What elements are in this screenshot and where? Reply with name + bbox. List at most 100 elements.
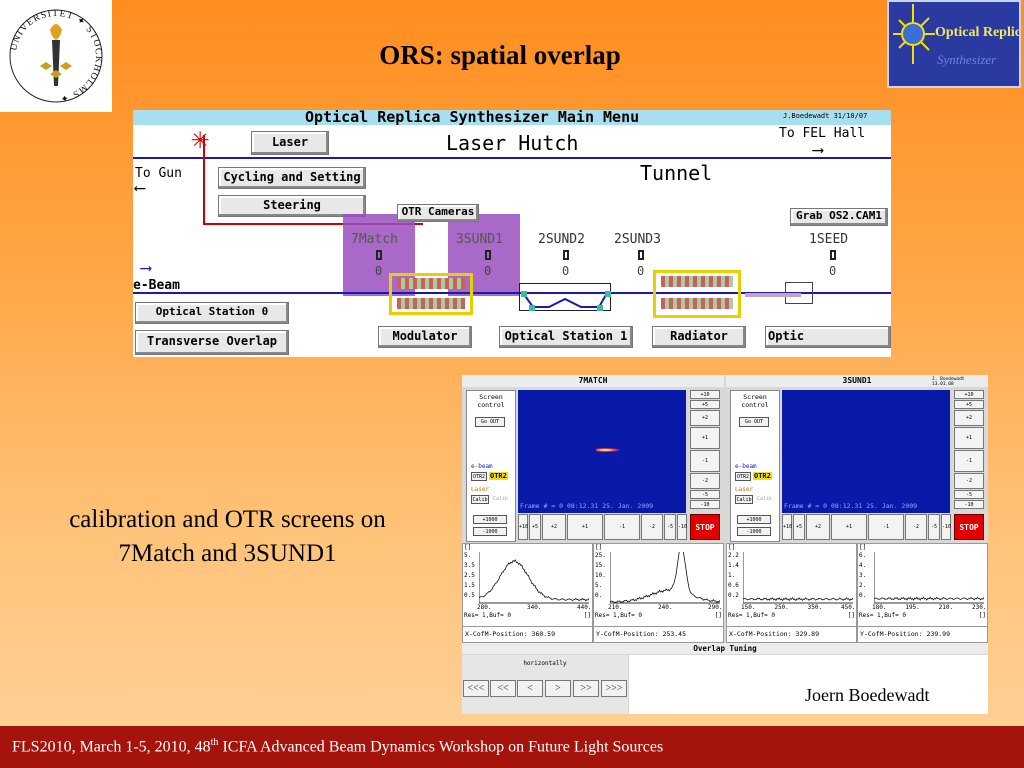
right-step-plus1[interactable]: +1 bbox=[954, 427, 984, 449]
right-step-plus5[interactable]: +5 bbox=[954, 400, 984, 409]
stockholm-university-logo: UNIVERSITET ✦ STOCKHOLMS ✦ bbox=[0, 0, 112, 112]
left-plus1000-button[interactable]: +1000 bbox=[473, 515, 507, 524]
left-hstep-minus5[interactable]: -5 bbox=[664, 514, 676, 540]
nav-medium-right-button[interactable]: >> bbox=[573, 680, 599, 697]
modulator-frame bbox=[389, 273, 473, 315]
plot-y-tick: 0. bbox=[859, 592, 867, 599]
steering-button[interactable]: Steering bbox=[218, 195, 366, 217]
left-calib-button[interactable]: Calib bbox=[471, 495, 489, 504]
right-hstep-plus5[interactable]: +5 bbox=[793, 514, 805, 540]
right-step-minus5[interactable]: -5 bbox=[954, 490, 984, 499]
plot-y-tick: 0.6 bbox=[728, 582, 739, 589]
left-stop-button[interactable]: STOP bbox=[690, 514, 720, 540]
grab-button[interactable]: Grab OS2.CAM1 bbox=[790, 208, 888, 226]
right-hstep-plus2[interactable]: +2 bbox=[806, 514, 830, 540]
left-step-minus1[interactable]: -1 bbox=[690, 450, 720, 472]
left-step-plus10[interactable]: +10 bbox=[690, 390, 720, 399]
plot-x-tick: 230. bbox=[972, 604, 987, 611]
modulator-magnet-top bbox=[397, 278, 465, 289]
nav-fast-left-button[interactable]: <<< bbox=[463, 680, 489, 697]
right-otr-small-button[interactable]: OTR2 bbox=[735, 472, 751, 481]
right-hstep-minus2[interactable]: -2 bbox=[905, 514, 927, 540]
menu-author-date: J.Boedewadt 31/10/07 bbox=[783, 112, 868, 120]
right-screen-control-label: Screen control bbox=[741, 393, 769, 409]
right-hstep-minus5[interactable]: -5 bbox=[928, 514, 940, 540]
profile-plot: []6.4.3.2.0.180.195.210.230.Res= 1,Buf= … bbox=[857, 543, 988, 643]
screen-indicator-1seed[interactable] bbox=[830, 250, 836, 260]
left-hstep-plus10[interactable]: +10 bbox=[518, 514, 528, 540]
ors-sun-logo-icon: Optical Replica Synthesizer bbox=[889, 2, 1019, 86]
nav-slow-left-button[interactable]: < bbox=[517, 680, 543, 697]
left-go-out-button[interactable]: Go OUT bbox=[475, 417, 505, 427]
plot-y-tick: 0.2 bbox=[728, 592, 739, 599]
optic-button[interactable]: Optic bbox=[765, 326, 891, 348]
ebeam-label: e-Beam bbox=[133, 278, 180, 293]
left-hstep-minus2[interactable]: -2 bbox=[641, 514, 663, 540]
laser-star-icon: ✳ bbox=[191, 121, 210, 156]
screen-indicator-7match[interactable] bbox=[376, 250, 382, 260]
right-laser-label: Laser bbox=[735, 486, 754, 493]
right-step-minus2[interactable]: -2 bbox=[954, 473, 984, 489]
plot-y-tick: 3. bbox=[859, 572, 867, 579]
screen-indicator-2sund2[interactable] bbox=[563, 250, 569, 260]
plot-cofm-readout: Y-CofM-Position: 253.45 bbox=[594, 626, 723, 641]
right-otr-selected: OTR2 bbox=[753, 472, 772, 480]
left-step-plus5[interactable]: +5 bbox=[690, 400, 720, 409]
right-hstep-plus1[interactable]: +1 bbox=[831, 514, 867, 540]
right-step-minus1[interactable]: -1 bbox=[954, 450, 984, 472]
right-plus1000-button[interactable]: +1000 bbox=[737, 515, 771, 524]
right-hstep-minus1[interactable]: -1 bbox=[868, 514, 904, 540]
left-otr-small-button[interactable]: OTR2 bbox=[471, 472, 487, 481]
left-hstep-plus1[interactable]: +1 bbox=[567, 514, 603, 540]
modulator-button[interactable]: Modulator bbox=[378, 326, 472, 348]
plot-x-tick: 195. bbox=[905, 604, 920, 611]
right-go-out-button[interactable]: Go OUT bbox=[739, 417, 769, 427]
right-step-minus10[interactable]: -10 bbox=[954, 500, 984, 509]
nav-medium-left-button[interactable]: << bbox=[490, 680, 516, 697]
menu-header-title: Optical Replica Synthesizer Main Menu bbox=[305, 110, 640, 126]
left-step-minus2[interactable]: -2 bbox=[690, 473, 720, 489]
left-hstep-plus5[interactable]: +5 bbox=[529, 514, 541, 540]
left-step-minus5[interactable]: -5 bbox=[690, 490, 720, 499]
screen-indicator-3sund1[interactable] bbox=[485, 250, 491, 260]
screen-indicator-2sund3[interactable] bbox=[638, 250, 644, 260]
right-hstep-plus10[interactable]: +10 bbox=[782, 514, 792, 540]
plot-res-label: Res= 1,Buf= 0 bbox=[464, 612, 511, 619]
cycling-setting-button[interactable]: Cycling and Setting bbox=[218, 167, 366, 189]
plot-y-tick: 5. bbox=[595, 582, 603, 589]
laser-button[interactable]: Laser bbox=[251, 131, 329, 155]
left-step-plus2[interactable]: +2 bbox=[690, 410, 720, 426]
left-step-minus10[interactable]: -10 bbox=[690, 500, 720, 509]
plot-res-label: Res= 1,Buf= 0 bbox=[595, 612, 642, 619]
plot-y-tick: 2.2 bbox=[728, 552, 739, 559]
right-hstep-minus10[interactable]: -10 bbox=[941, 514, 951, 540]
left-hstep-minus1[interactable]: -1 bbox=[604, 514, 640, 540]
left-step-plus1[interactable]: +1 bbox=[690, 427, 720, 449]
left-ebeam-label: e-beam bbox=[471, 463, 493, 470]
optical-station1-button[interactable]: Optical Station 1 bbox=[499, 326, 633, 348]
electron-beam-line bbox=[133, 292, 891, 294]
right-step-plus2[interactable]: +2 bbox=[954, 410, 984, 426]
left-hstep-minus10[interactable]: -10 bbox=[677, 514, 687, 540]
plot-x-tick: 240. bbox=[658, 604, 673, 611]
otr-cameras-button[interactable]: OTR Cameras bbox=[397, 204, 479, 222]
right-minus1000-button[interactable]: -1000 bbox=[737, 527, 771, 536]
menu-header-bar bbox=[133, 110, 891, 125]
radiator-button[interactable]: Radiator bbox=[652, 326, 746, 348]
right-step-plus10[interactable]: +10 bbox=[954, 390, 984, 399]
right-stop-button[interactable]: STOP bbox=[954, 514, 984, 540]
to-fel-label: To FEL Hall bbox=[779, 126, 866, 141]
nav-slow-right-button[interactable]: > bbox=[545, 680, 571, 697]
radiator-magnet-top bbox=[661, 276, 733, 287]
plot-x-tick: 150. bbox=[741, 604, 756, 611]
plot-unit-label: [] bbox=[583, 612, 591, 619]
optical-station0-button[interactable]: Optical Station 0 bbox=[135, 302, 289, 324]
footer-sup: th bbox=[210, 737, 219, 748]
left-minus1000-button[interactable]: -1000 bbox=[473, 527, 507, 536]
nav-fast-right-button[interactable]: >>> bbox=[601, 680, 627, 697]
radiator-magnet-bottom bbox=[661, 298, 733, 309]
right-calib-button[interactable]: Calib bbox=[735, 495, 753, 504]
left-hstep-plus2[interactable]: +2 bbox=[542, 514, 566, 540]
transverse-overlap-button[interactable]: Transverse Overlap bbox=[135, 330, 289, 355]
